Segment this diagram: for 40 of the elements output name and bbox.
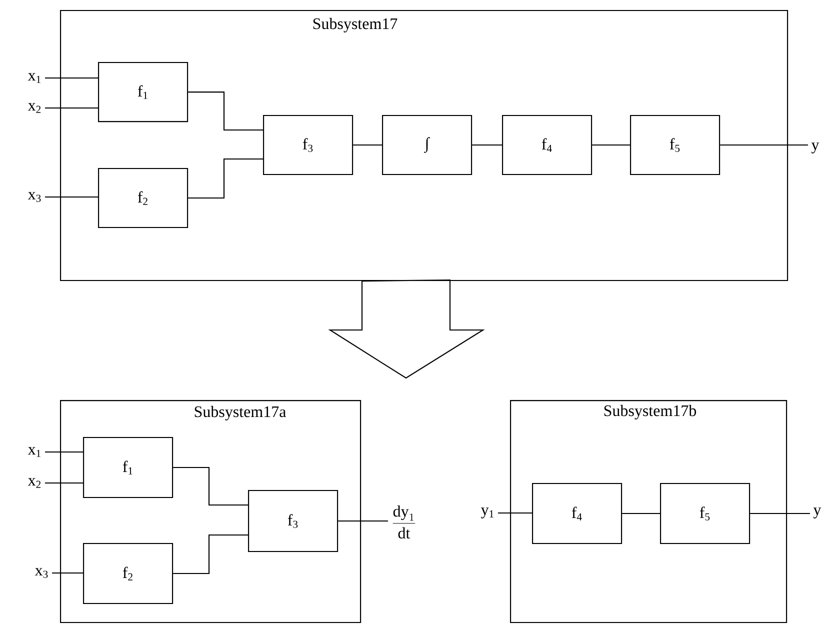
signal-line <box>622 513 660 514</box>
block-box: f$_{3}$ <box>248 490 338 552</box>
signal-label: x$_{1}$ <box>28 447 40 457</box>
block-box: f$_{4}$ <box>502 115 592 176</box>
block-box: f$_{3}$ <box>263 115 354 176</box>
signal-line <box>472 144 502 146</box>
signal-line <box>498 512 532 514</box>
signal-label: x$_{2}$ <box>28 103 41 113</box>
signal-line <box>750 513 810 514</box>
signal-line <box>188 158 263 199</box>
signal-label: y$_{1}$ <box>481 508 494 518</box>
signal-line <box>45 196 98 198</box>
block-box: f$_{4}$ <box>532 483 622 544</box>
signal-label: y <box>811 142 820 154</box>
signal-line <box>173 467 248 506</box>
signal-line <box>45 77 98 79</box>
signal-line <box>338 520 388 522</box>
signal-line <box>173 534 248 574</box>
block-box: f$_{2}$ <box>83 543 174 604</box>
block-box: f$_{1}$ <box>83 437 174 498</box>
signal-line <box>188 92 263 131</box>
signal-label: y <box>813 508 822 518</box>
signal-line <box>45 451 83 453</box>
block-box: f$_{5}$ <box>630 115 720 176</box>
signal-label: $\frac{\mathrm{dy}_{1}}{\mathrm{dt}}$ <box>392 505 416 538</box>
signal-label: x$_{3}$ <box>34 568 48 578</box>
block-arrow <box>328 279 485 379</box>
block-box: ∫ <box>382 115 472 176</box>
block-box: f$_{1}$ <box>98 62 188 122</box>
block-box: f$_{5}$ <box>660 483 750 544</box>
signal-label: x$_{1}$ <box>28 73 40 83</box>
signal-line <box>52 572 83 574</box>
signal-line <box>720 144 808 146</box>
block-box: f$_{2}$ <box>98 168 188 228</box>
signal-line <box>45 482 83 484</box>
signal-label: x$_{2}$ <box>28 478 41 488</box>
signal-line <box>592 144 630 146</box>
signal-line <box>353 144 382 146</box>
signal-line <box>45 107 98 109</box>
signal-label: x$_{3}$ <box>28 192 41 202</box>
